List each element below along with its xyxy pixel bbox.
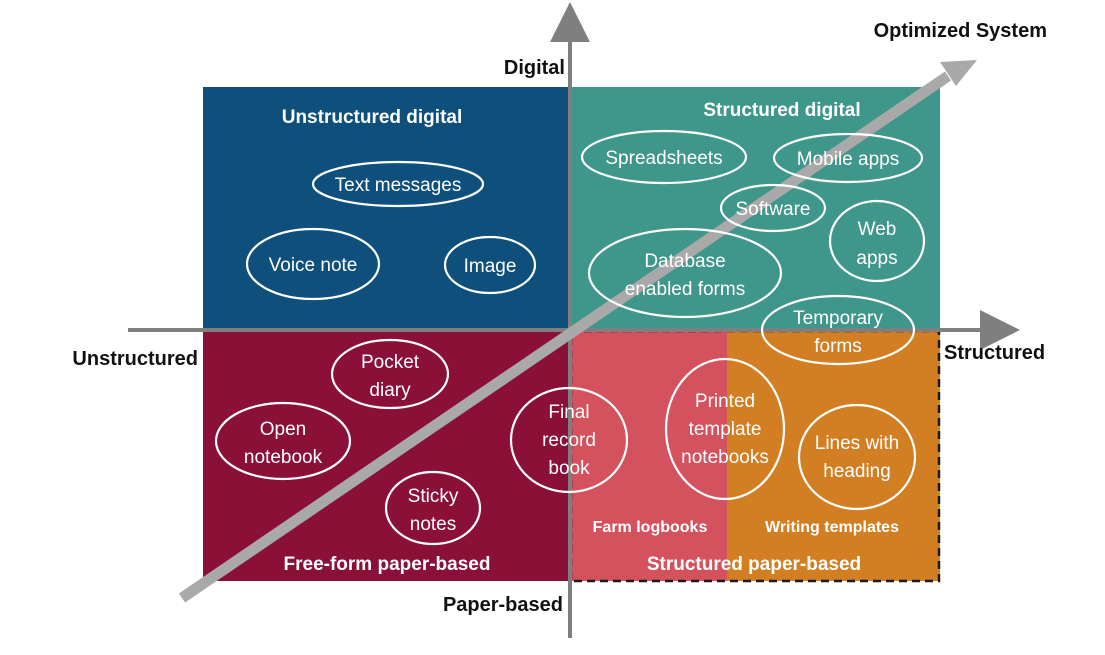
bubble-printed-template-notebooks: Printed template notebooks — [664, 357, 786, 501]
svg-text:notebooks: notebooks — [681, 447, 769, 468]
optimized-diagonal-arrow — [178, 71, 952, 603]
title-structured-paper: Structured paper-based — [647, 554, 861, 575]
label-writing-templates: Writing templates — [765, 519, 899, 536]
svg-text:enabled forms: enabled forms — [625, 279, 745, 300]
bubble-text-messages: Text messages — [311, 160, 485, 208]
bubble-web-apps: Web apps — [828, 199, 926, 283]
svg-text:forms: forms — [814, 336, 862, 357]
svg-text:book: book — [548, 458, 590, 479]
bubble-sticky-notes: Sticky notes — [384, 470, 482, 546]
title-free-form-paper: Free-form paper-based — [284, 554, 491, 575]
bubble-open-notebook: Open notebook — [214, 401, 352, 481]
label-farm-logbooks: Farm logbooks — [593, 519, 708, 536]
svg-text:record: record — [542, 430, 596, 451]
svg-text:Spreadsheets: Spreadsheets — [605, 148, 722, 169]
svg-text:Temporary: Temporary — [793, 308, 883, 329]
svg-text:Web: Web — [858, 219, 897, 240]
svg-text:Sticky: Sticky — [408, 486, 459, 507]
svg-text:Database: Database — [644, 251, 725, 272]
axis-label-digital: Digital — [504, 57, 565, 79]
axis-label-structured: Structured — [944, 342, 1045, 364]
svg-text:heading: heading — [823, 461, 891, 482]
svg-text:Voice note: Voice note — [269, 255, 358, 276]
bubble-image: Image — [443, 235, 537, 295]
svg-text:Final: Final — [548, 402, 589, 423]
optimized-arrow-head — [940, 60, 977, 86]
svg-text:Pocket: Pocket — [361, 352, 420, 373]
svg-text:Printed: Printed — [695, 391, 755, 412]
title-unstructured-digital: Unstructured digital — [282, 107, 463, 128]
svg-text:notes: notes — [410, 514, 456, 535]
bubble-spreadsheets: Spreadsheets — [580, 129, 748, 185]
svg-text:apps: apps — [856, 248, 897, 269]
svg-text:Lines with: Lines with — [815, 433, 900, 454]
bubble-pocket-diary: Pocket diary — [330, 338, 450, 410]
quadrant-structured-paper-right — [727, 331, 940, 581]
bubble-temporary-forms: Temporary forms — [760, 294, 916, 366]
svg-text:Open: Open — [260, 419, 306, 440]
svg-text:Image: Image — [464, 256, 517, 277]
svg-text:notebook: notebook — [244, 447, 323, 468]
title-structured-digital: Structured digital — [703, 100, 860, 121]
axis-label-unstructured: Unstructured — [72, 348, 198, 370]
svg-text:Mobile apps: Mobile apps — [797, 149, 899, 170]
axis-label-paper-based: Paper-based — [443, 594, 563, 616]
quadrant-structured-paper-left — [570, 331, 727, 581]
bubble-final-record-book: Final record book — [509, 386, 629, 494]
svg-text:Software: Software — [736, 199, 811, 220]
bubble-voice-note: Voice note — [245, 227, 381, 301]
bubble-lines-with-heading: Lines with heading — [797, 403, 917, 511]
axis-label-optimized-system: Optimized System — [874, 20, 1047, 42]
bubble-database-forms: Database enabled forms — [587, 227, 783, 319]
svg-text:Text messages: Text messages — [335, 175, 462, 196]
svg-text:diary: diary — [369, 380, 411, 401]
svg-text:template: template — [689, 419, 762, 440]
bubble-software: Software — [719, 183, 827, 233]
bubble-mobile-apps: Mobile apps — [772, 132, 924, 184]
